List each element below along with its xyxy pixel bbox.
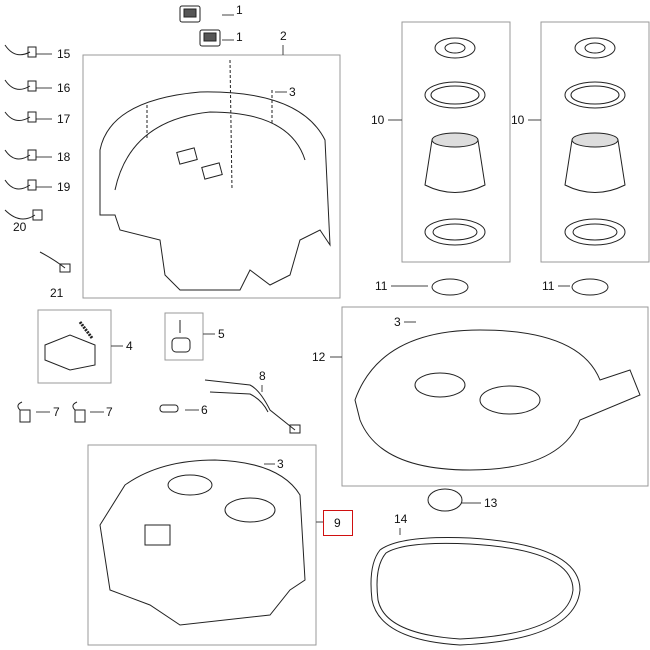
callout-7: 7 [53,405,60,419]
lid-cover [99,59,331,291]
switch-icon [179,5,221,47]
callout-9: 9 [334,516,341,530]
part-4 [44,321,96,371]
callout-3: 3 [277,457,284,471]
callout-3: 3 [289,85,296,99]
lid-frame [82,54,341,299]
callout-21: 21 [50,286,64,300]
callout-4: 4 [126,339,133,353]
motor-assembly-right [564,37,626,246]
carbon-brushes [17,401,86,423]
callout-12: 12 [312,350,326,364]
callout-11: 11 [542,279,555,293]
part-5 [171,320,191,353]
part-11-right [571,278,609,296]
part-6 [159,404,179,413]
callout-15: 15 [57,47,71,61]
callout-20: 20 [13,220,27,234]
callout-18: 18 [57,150,71,164]
callout-2: 2 [280,29,287,43]
callout-7: 7 [106,405,113,419]
housing-frame [87,444,317,646]
power-cord-icons [4,44,71,273]
motor-base-frame [341,306,649,487]
callout-10: 10 [371,113,385,127]
callout-1: 1 [236,30,243,44]
part-11-left [431,278,469,296]
wiring-harness [204,379,301,434]
callout-1: 1 [236,3,243,17]
selected-part-highlight[interactable]: 9 [323,510,353,536]
gasket-ring [370,537,581,646]
callout-10: 10 [511,113,525,127]
motor-frame-left [401,21,511,263]
callout-8: 8 [259,369,266,383]
callout-14: 14 [394,512,408,526]
callout-3: 3 [394,315,401,329]
callout-19: 19 [57,180,71,194]
callout-6: 6 [201,403,208,417]
callout-11: 11 [375,279,388,293]
part5-frame [164,312,204,361]
callout-5: 5 [218,327,225,341]
motor-base [354,329,641,471]
motor-frame-right [540,21,650,263]
motor-assembly-left [424,37,486,246]
filter-disc [427,488,463,512]
part4-frame [37,309,112,384]
housing [99,459,306,626]
callout-16: 16 [57,81,71,95]
callout-17: 17 [57,112,71,126]
callout-13: 13 [484,496,498,510]
